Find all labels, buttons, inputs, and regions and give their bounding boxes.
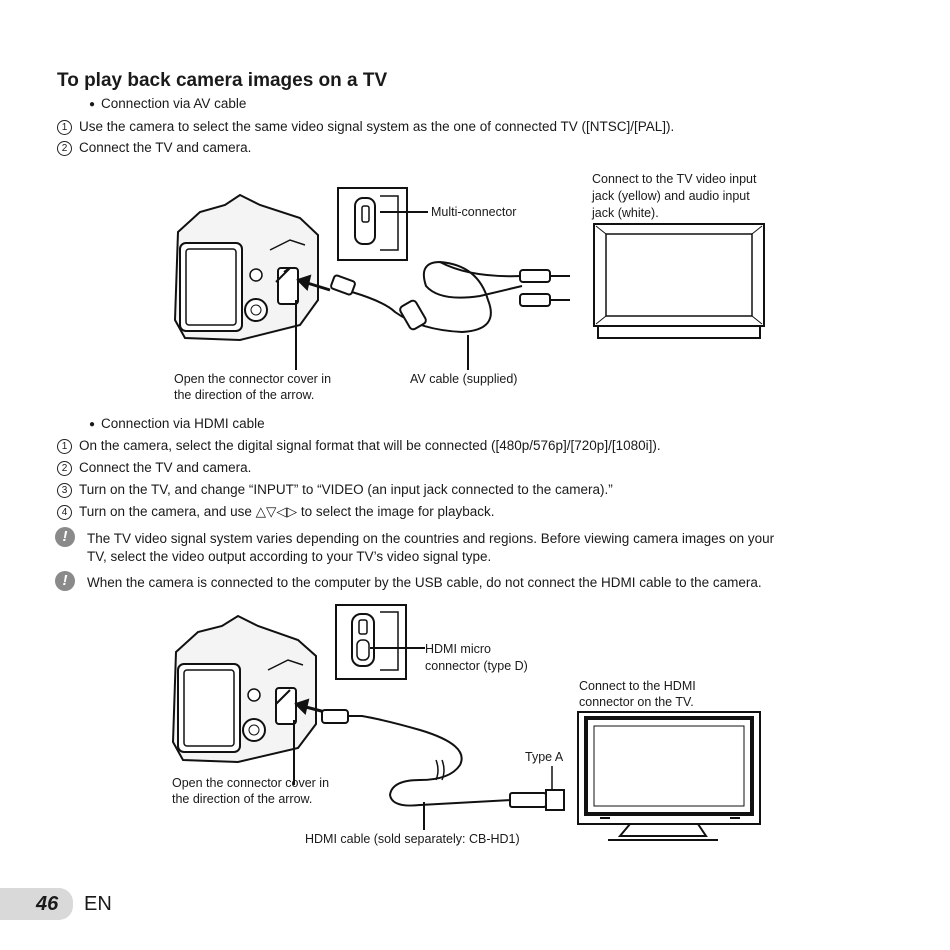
page-number: 46 [36, 893, 59, 915]
type-a-label: Type A [525, 750, 564, 764]
step-text: Use the camera to select the same video … [79, 119, 675, 134]
av-step-2: 2 Connect the TV and camera. [57, 139, 251, 157]
hdmi-step-2: 2 Connect the TV and camera. [57, 459, 251, 477]
tv-av-label-line1: Connect to the TV video input [592, 172, 757, 186]
note-video-signal-line2: TV, select the video output according to… [87, 549, 492, 564]
hdmi-step-4: 4 Turn on the camera, and use △▽◁▷ to sel… [57, 503, 494, 521]
step-text: Turn on the camera, and use △▽◁▷ to sele… [79, 504, 495, 519]
hdmi-cover-label-line2: the direction of the arrow. [172, 792, 313, 806]
warning-icon: ! [55, 571, 75, 591]
av-cable-label: AV cable (supplied) [410, 372, 518, 386]
step-number: 1 [57, 439, 72, 454]
multi-connector-label: Multi-connector [431, 205, 517, 219]
step-number: 3 [57, 483, 72, 498]
step-number: 2 [57, 141, 72, 156]
step-text: Turn on the TV, and change “INPUT” to “V… [79, 482, 613, 497]
hdmi-step-1: 1 On the camera, select the digital signa… [57, 437, 661, 455]
language-code: EN [84, 893, 112, 915]
step-number: 4 [57, 505, 72, 520]
hdmi-micro-label-line2: connector (type D) [425, 659, 528, 673]
warning-icon: ! [55, 527, 75, 547]
hdmi-connection-bullet: Connection via HDMI cable [89, 415, 265, 434]
step-number: 1 [57, 120, 72, 135]
step-text: Connect the TV and camera. [79, 140, 252, 155]
hdmi-step-3: 3 Turn on the TV, and change “INPUT” to “… [57, 481, 613, 499]
av-cover-label-line2: the direction of the arrow. [174, 388, 315, 402]
page-title: To play back camera images on a TV [57, 70, 388, 91]
av-connection-bullet: Connection via AV cable [89, 95, 246, 114]
tv-av-label-line2: jack (yellow) and audio input [592, 189, 750, 203]
tv-hdmi-label-line2: connector on the TV. [579, 695, 694, 709]
hdmi-cover-label-line1: Open the connector cover in [172, 776, 330, 790]
page-number-tab [0, 888, 73, 920]
tv-av-label-line3: jack (white). [592, 206, 659, 220]
note-video-signal-line1: The TV video signal system varies depend… [87, 531, 775, 546]
tv-hdmi-label-line1: Connect to the HDMI [579, 679, 696, 693]
hdmi-cable-label: HDMI cable (sold separately: CB-HD1) [305, 832, 520, 846]
step-number: 2 [57, 461, 72, 476]
step-text: Connect the TV and camera. [79, 460, 252, 475]
hdmi-micro-label-line1: HDMI micro [425, 642, 491, 656]
av-step-1: 1 Use the camera to select the same video… [57, 118, 674, 136]
av-cover-label-line1: Open the connector cover in [174, 372, 332, 386]
step-text: On the camera, select the digital signal… [79, 438, 661, 453]
note-usb-hdmi: When the camera is connected to the comp… [87, 575, 762, 590]
